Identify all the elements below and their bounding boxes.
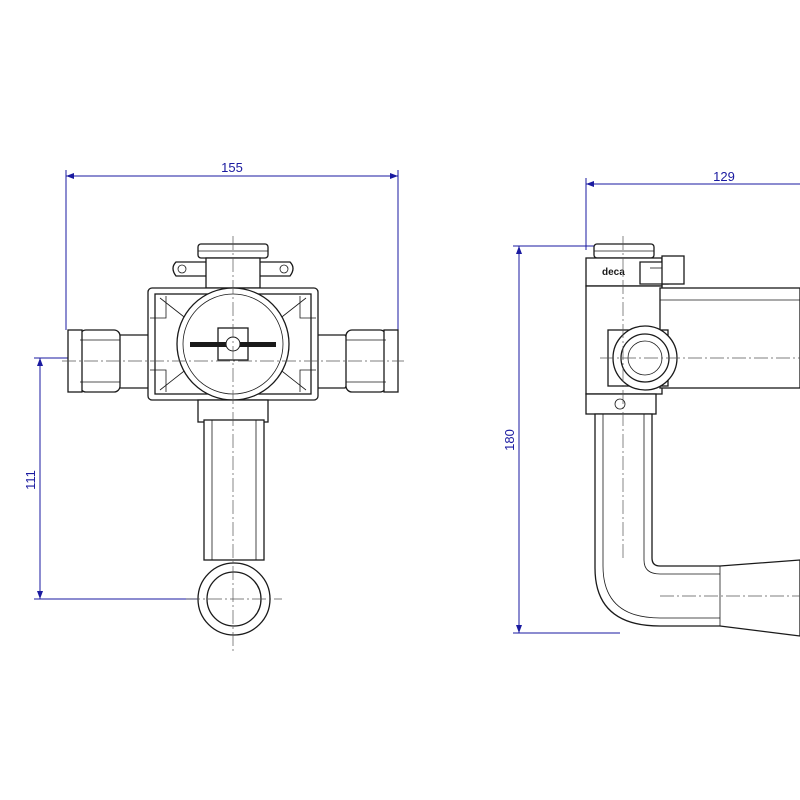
side-view: 129 180 deca — [502, 169, 800, 637]
front-view: 155 111 — [23, 160, 404, 652]
side-cap: deca — [585, 243, 685, 287]
dimension-front-width: 155 — [65, 160, 399, 330]
side-centerlines — [600, 236, 800, 597]
dimension-front-height: 111 — [23, 357, 200, 600]
side-height-label: 180 — [502, 429, 517, 451]
valve-body — [147, 287, 319, 423]
front-centerlines — [62, 236, 404, 652]
brand-logo: deca — [602, 267, 625, 278]
front-width-label: 155 — [221, 160, 243, 175]
dimension-side-width: 129 — [585, 169, 800, 250]
side-elbow-pipe — [594, 413, 800, 637]
dimension-side-height: 180 — [502, 245, 620, 634]
front-height-label: 111 — [23, 470, 38, 490]
side-width-label: 129 — [713, 169, 735, 184]
front-pipe — [197, 419, 271, 636]
side-body — [585, 285, 800, 415]
